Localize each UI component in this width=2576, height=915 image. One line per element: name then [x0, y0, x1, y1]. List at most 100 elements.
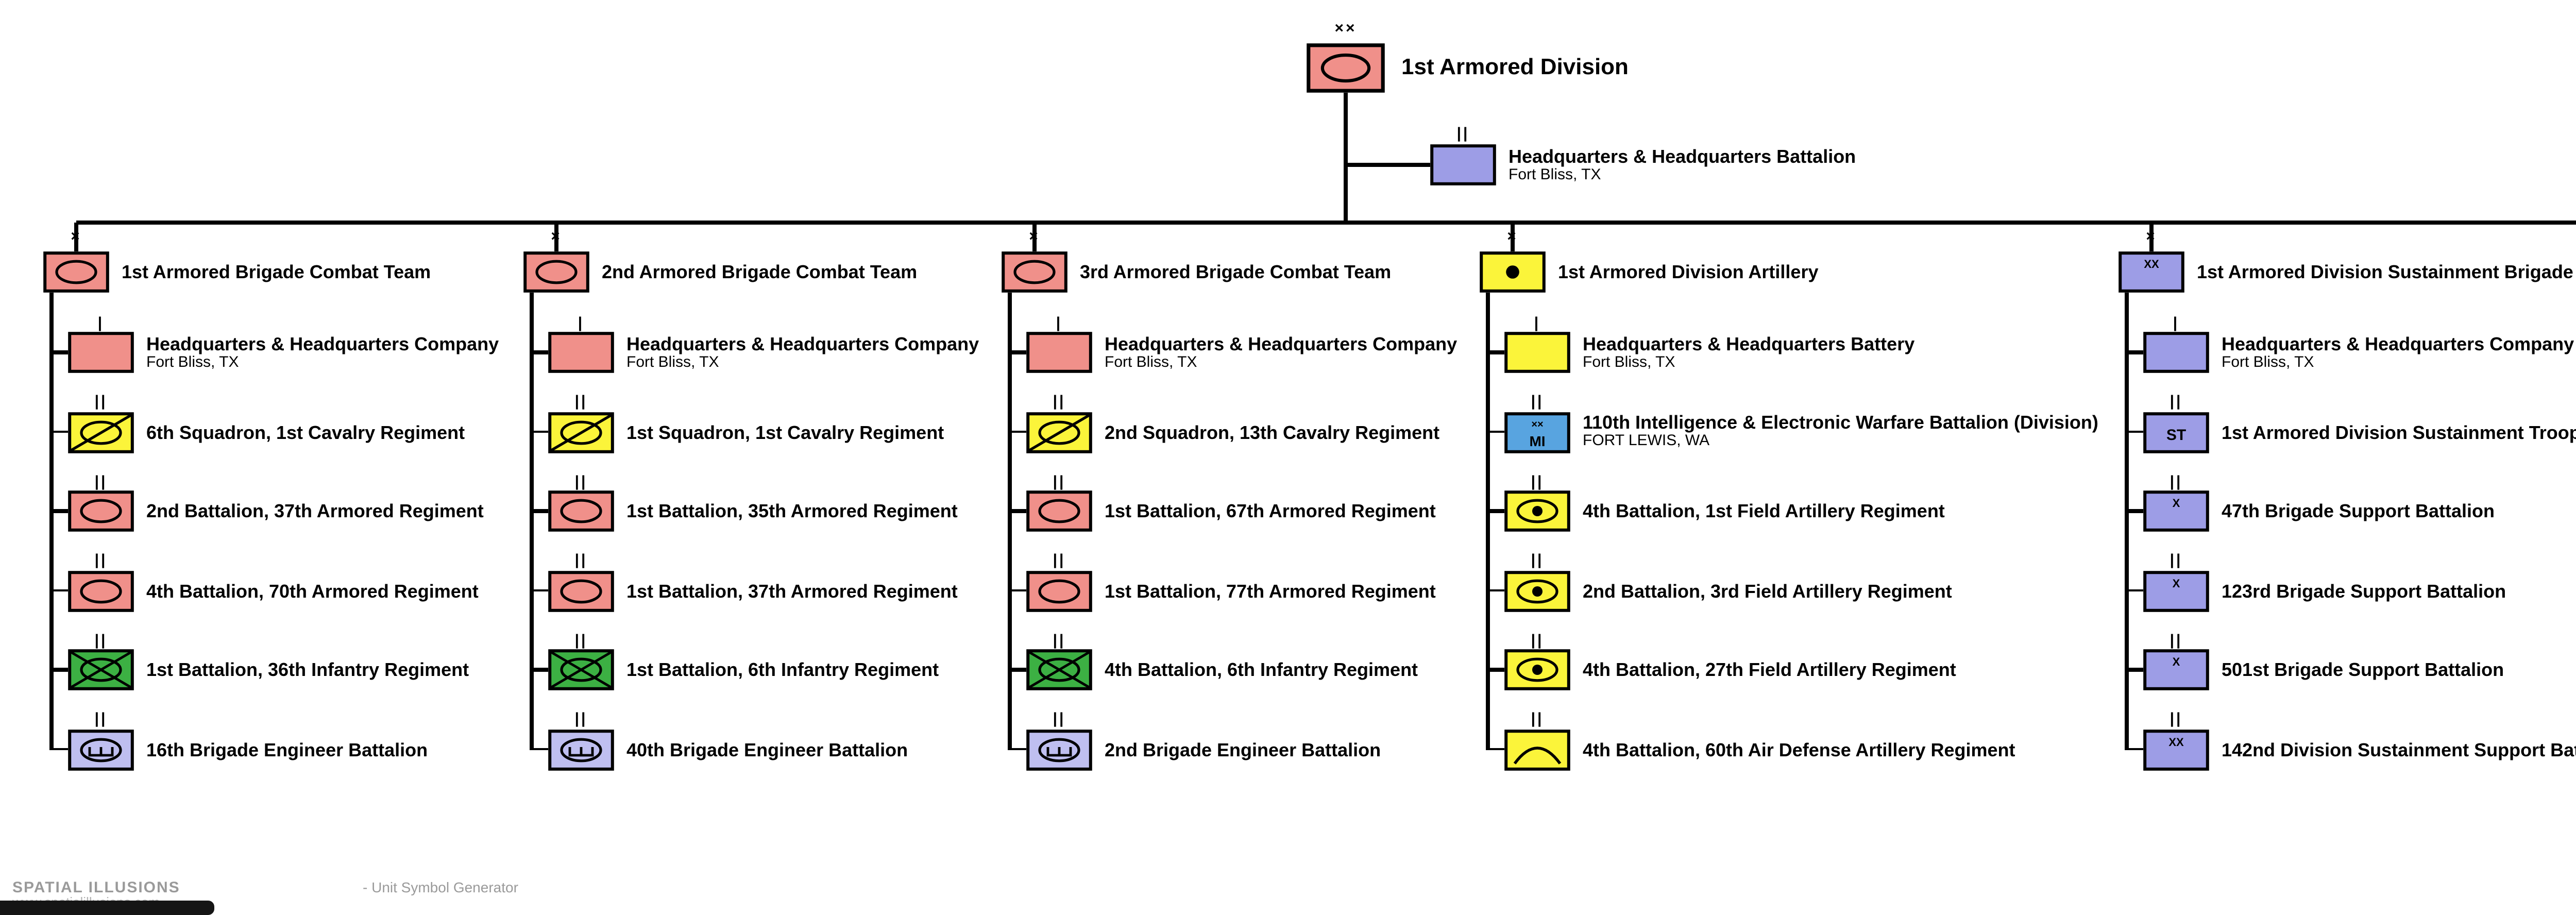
armor-icon [43, 251, 109, 293]
echelon-mark: || [2170, 709, 2183, 727]
unit-name: 1st Armored Division Sustainment Troops … [2222, 421, 2576, 442]
armor-icon [548, 570, 614, 611]
armor-icon [1002, 251, 1067, 293]
sp-artillery-icon [1504, 490, 1570, 532]
unit-symbol [1504, 728, 1570, 770]
svg-text:XX: XX [2144, 258, 2159, 270]
echelon-mark: || [94, 392, 108, 410]
unit-label: 40th Brigade Engineer Battalion [626, 728, 908, 770]
unit-label: 1st Squadron, 1st Cavalry Regiment [626, 411, 944, 452]
brigade-symbol [523, 251, 589, 293]
unit-symbol [1504, 649, 1570, 690]
connector-line [50, 748, 68, 751]
echelon-mark: | [578, 312, 585, 331]
unit-label: 4th Battalion, 6th Infantry Regiment [1105, 649, 1418, 690]
connector-line [1486, 510, 1504, 513]
echelon-mark: || [1053, 709, 1066, 727]
unit-symbol [68, 411, 134, 452]
connector-line [1486, 351, 1504, 354]
brigade-symbol [1480, 251, 1546, 293]
brigade-symbol [1002, 251, 1067, 293]
unit-name: 1st Battalion, 36th Infantry Regiment [146, 659, 469, 680]
echelon-mark: | [1534, 312, 1541, 331]
branch-spine [1008, 293, 1011, 751]
branch-spine [530, 293, 533, 751]
unit-label: 123rd Brigade Support Battalion [2222, 570, 2506, 611]
browser-status-strip [0, 901, 214, 915]
echelon-mark: || [94, 471, 108, 489]
unit-label: 1st Armored Division Sustainment Troops … [2222, 411, 2576, 452]
connector-line [2125, 589, 2143, 592]
unit-name: 4th Battalion, 27th Field Artillery Regi… [1583, 659, 1956, 680]
unit-name: 4th Battalion, 60th Air Defense Artiller… [1583, 739, 2015, 759]
unit-name: 142nd Division Sustainment Support Batta… [2222, 739, 2576, 759]
unit-symbol [548, 490, 614, 532]
engineer-icon [548, 728, 614, 770]
unit-symbol [68, 490, 134, 532]
connector-line [1008, 430, 1026, 433]
connector-line [1486, 430, 1504, 433]
echelon-mark: × [1507, 227, 1518, 245]
unit-label: 1st Armored Division [1401, 43, 1629, 93]
echelon-mark: | [2173, 312, 2180, 331]
unit-symbol: XX [2143, 728, 2209, 770]
plain-icon [1026, 332, 1092, 373]
echelon-mark: || [1531, 392, 1544, 410]
echelon-mark: || [1531, 630, 1544, 648]
echelon-mark: × [1029, 227, 1040, 245]
unit-name: 2nd Battalion, 3rd Field Artillery Regim… [1583, 580, 1952, 601]
unit-label: 16th Brigade Engineer Battalion [146, 728, 428, 770]
connector-line [555, 223, 558, 251]
cavalry-icon [1026, 411, 1092, 452]
connector-line [1346, 163, 1430, 166]
echelon-mark: || [1053, 630, 1066, 648]
unit-symbol [68, 649, 134, 690]
unit-label: 1st Battalion, 37th Armored Regiment [626, 570, 958, 611]
unit-location: Fort Bliss, TX [626, 352, 719, 370]
connector-line [1008, 351, 1026, 354]
echelon-mark: × [551, 227, 562, 245]
unit-location: Fort Bliss, TX [1509, 164, 1601, 183]
connector-line [50, 589, 68, 592]
unit-label: 1st Battalion, 36th Infantry Regiment [146, 649, 469, 690]
engineer-icon [1026, 728, 1092, 770]
artillery-hq-icon [1480, 251, 1546, 293]
connector-line [2125, 748, 2143, 751]
bsb-icon: X [2143, 570, 2209, 611]
armor-icon [523, 251, 589, 293]
unit-symbol [2143, 332, 2209, 373]
unit-symbol [548, 649, 614, 690]
unit-name: 1st Armored Division [1401, 56, 1629, 80]
svg-text:MI: MI [1529, 432, 1545, 448]
connector-line [76, 221, 2576, 224]
echelon-mark: || [2170, 630, 2183, 648]
plain-icon [548, 332, 614, 373]
sust-hq-icon: XX [2119, 251, 2184, 293]
unit-name: 1st Armored Division Sustainment Brigade [2197, 262, 2573, 282]
armor-icon [1026, 490, 1092, 532]
unit-label: 2nd Squadron, 13th Cavalry Regiment [1105, 411, 1439, 452]
unit-name: 110th Intelligence & Electronic Warfare … [1583, 413, 2098, 433]
unit-symbol [1026, 332, 1092, 373]
svg-text:ST: ST [2166, 426, 2186, 443]
connector-line [50, 430, 68, 433]
unit-name: 1st Armored Division Artillery [1558, 262, 1819, 282]
unit-name: 16th Brigade Engineer Battalion [146, 739, 428, 759]
connector-line [2125, 351, 2143, 354]
unit-label: 1st Battalion, 6th Infantry Regiment [626, 649, 939, 690]
echelon-mark: || [574, 392, 588, 410]
armor-icon [548, 490, 614, 532]
unit-name: Headquarters & Headquarters Battery [1583, 333, 1915, 354]
footer-brand: SPATIAL ILLUSIONS [12, 878, 180, 896]
connector-line [530, 589, 548, 592]
unit-symbol [1026, 728, 1092, 770]
unit-symbol [1026, 411, 1092, 452]
svg-text:X: X [2173, 576, 2180, 589]
echelon-mark: || [1053, 471, 1066, 489]
unit-location: Fort Bliss, TX [2222, 352, 2314, 370]
unit-symbol [548, 728, 614, 770]
unit-name: Headquarters & Headquarters Company [146, 333, 499, 354]
